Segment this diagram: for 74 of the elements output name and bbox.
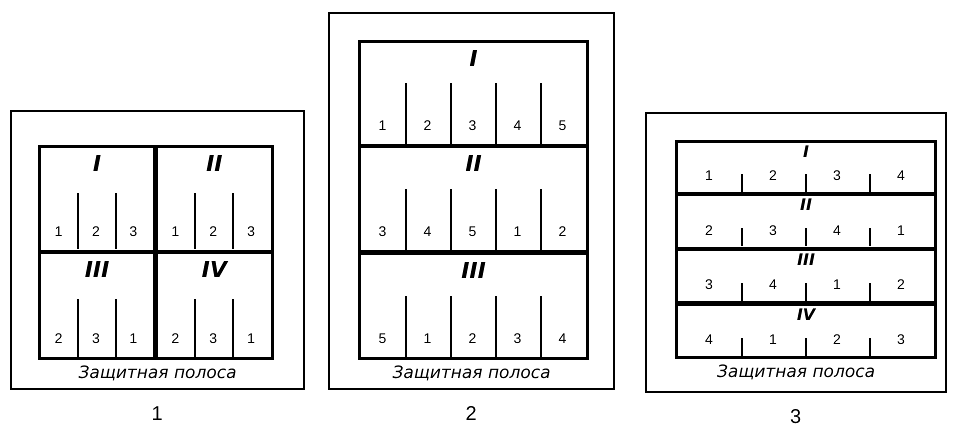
plot-number: 3 bbox=[378, 224, 386, 238]
plot-number: 5 bbox=[558, 118, 566, 132]
plot-number: 1 bbox=[129, 331, 138, 345]
replication-number: IV bbox=[796, 306, 817, 323]
plot-number: 2 bbox=[897, 277, 905, 292]
plot-number: 1 bbox=[378, 118, 386, 132]
replication-number: III bbox=[84, 260, 110, 282]
plot-number: 2 bbox=[468, 330, 476, 345]
protective-strip-label: Защитная полоса bbox=[392, 365, 552, 382]
plot-number: 1 bbox=[171, 224, 180, 238]
replication-number: III bbox=[796, 252, 816, 268]
plot-number: 3 bbox=[833, 168, 841, 182]
replication-number: I bbox=[92, 154, 102, 176]
plot-number: 1 bbox=[705, 168, 713, 182]
plot-number: 2 bbox=[833, 332, 841, 346]
field-frame bbox=[645, 112, 947, 393]
plot-number: 2 bbox=[92, 224, 100, 238]
replication-number: II bbox=[464, 154, 483, 176]
replication-number: III bbox=[460, 260, 487, 283]
replication-block bbox=[675, 248, 937, 304]
replication-block bbox=[358, 252, 589, 360]
replication-block bbox=[38, 251, 156, 360]
figure-number: 2 bbox=[466, 404, 477, 424]
plot-number: 5 bbox=[468, 224, 476, 238]
plot-number: 2 bbox=[171, 331, 180, 345]
plot-number: 4 bbox=[705, 332, 713, 346]
figure-number: 3 bbox=[790, 407, 802, 427]
plot-number: 4 bbox=[833, 222, 841, 236]
replication-number: I bbox=[468, 49, 479, 71]
replication-block bbox=[675, 140, 937, 195]
replication-block bbox=[154, 251, 274, 360]
plot-number: 5 bbox=[378, 330, 386, 345]
field-frame bbox=[328, 12, 615, 390]
replication-number: II bbox=[205, 154, 224, 176]
replication-block bbox=[154, 145, 274, 252]
figure-number: 1 bbox=[152, 404, 163, 424]
plot-number: 1 bbox=[897, 222, 905, 236]
plot-number: 4 bbox=[769, 277, 777, 292]
plot-number: 3 bbox=[514, 330, 522, 345]
plot-number: 3 bbox=[92, 331, 100, 345]
plot-number: 3 bbox=[209, 331, 218, 345]
protective-strip-label: Защитная полоса bbox=[716, 364, 876, 381]
plot-number: 2 bbox=[54, 331, 62, 345]
plot-number: 4 bbox=[558, 330, 566, 345]
plot-number: 1 bbox=[514, 224, 522, 238]
replication-number: II bbox=[799, 197, 813, 214]
plot-number: 4 bbox=[897, 168, 905, 182]
plot-number: 4 bbox=[424, 224, 432, 238]
replication-block bbox=[675, 193, 937, 250]
replication-number: IV bbox=[200, 260, 230, 282]
replication-block bbox=[358, 40, 589, 147]
plot-number: 1 bbox=[833, 277, 841, 292]
plot-number: 3 bbox=[468, 118, 476, 132]
plot-number: 1 bbox=[424, 330, 432, 345]
protective-strip-label: Защитная полоса bbox=[78, 365, 238, 382]
plot-number: 2 bbox=[705, 222, 713, 236]
plot-number: 3 bbox=[247, 224, 255, 238]
replication-number: I bbox=[802, 144, 810, 160]
plot-number: 2 bbox=[209, 224, 218, 238]
plot-number: 2 bbox=[558, 224, 566, 238]
plot-number: 4 bbox=[514, 118, 522, 132]
replication-block bbox=[38, 145, 156, 252]
plot-number: 1 bbox=[769, 332, 777, 346]
field-frame bbox=[10, 110, 305, 390]
plot-number: 2 bbox=[769, 168, 777, 182]
plot-number: 1 bbox=[54, 224, 62, 238]
plot-number: 2 bbox=[424, 118, 432, 132]
replication-block bbox=[358, 145, 589, 254]
plot-number: 3 bbox=[129, 224, 138, 238]
plot-number: 3 bbox=[897, 332, 905, 346]
replication-block bbox=[675, 302, 937, 359]
plot-number: 3 bbox=[769, 222, 777, 236]
plot-number: 3 bbox=[705, 277, 713, 292]
plot-number: 1 bbox=[247, 331, 255, 345]
